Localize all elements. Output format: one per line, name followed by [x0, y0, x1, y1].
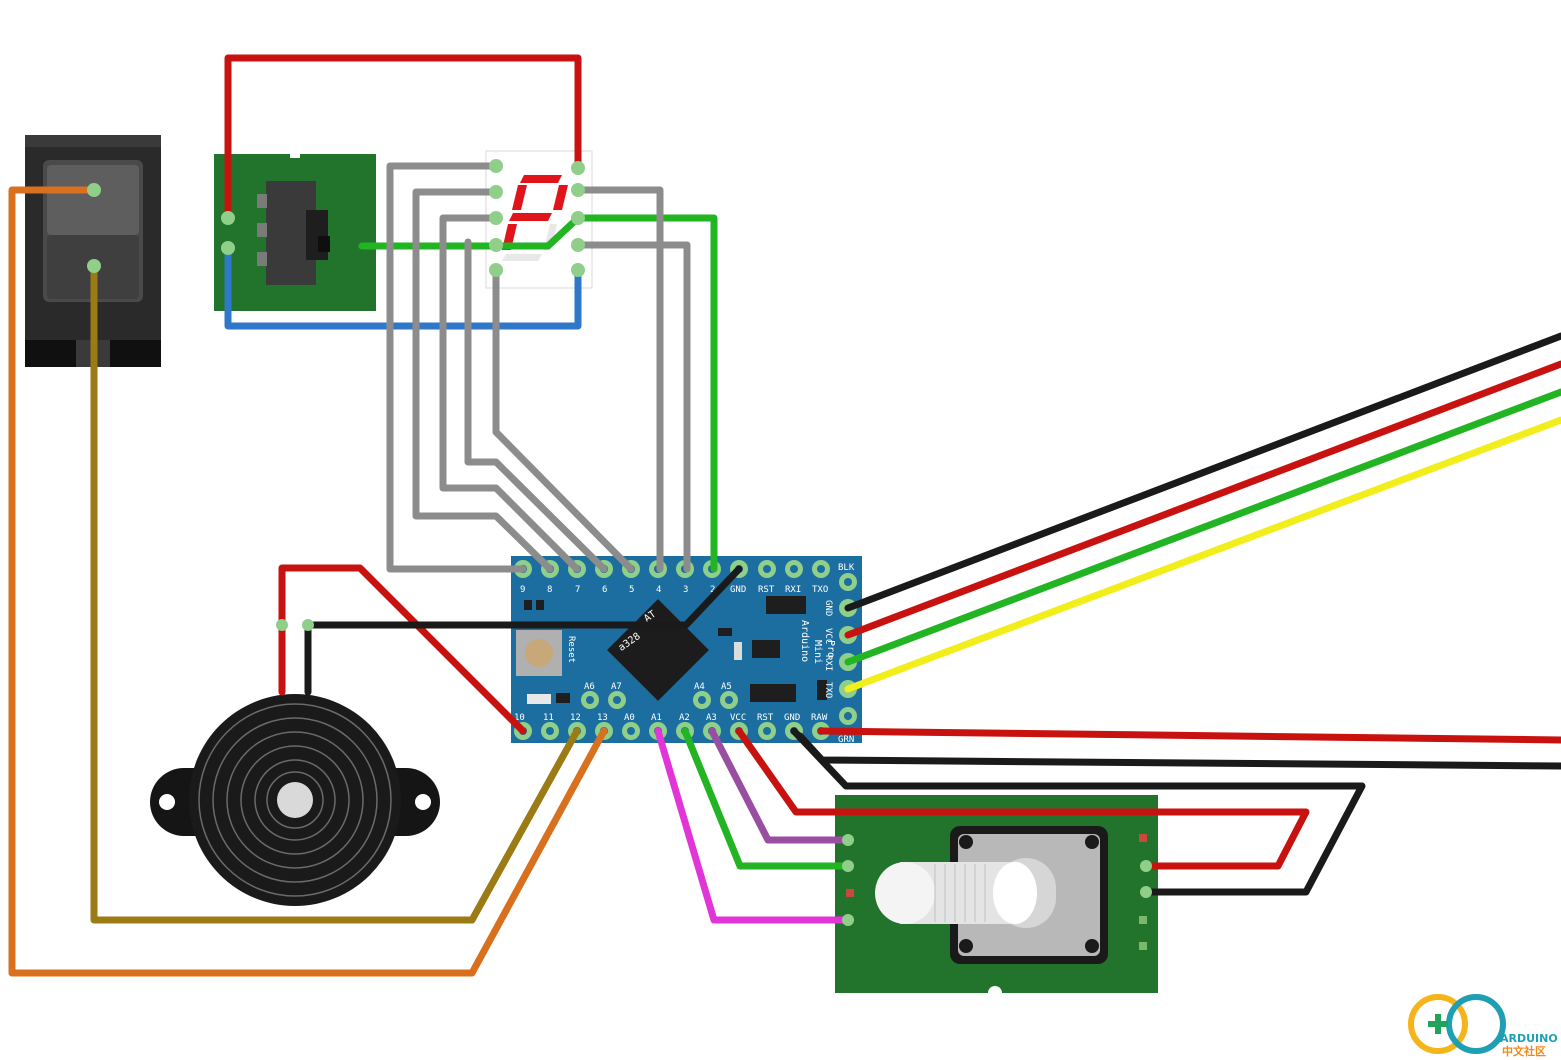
- wire-red-right: [844, 360, 1561, 639]
- wire-olive: [90, 262, 581, 924]
- wire-green-right: [844, 388, 1561, 666]
- wire-magenta: [654, 727, 852, 924]
- wire-purple: [708, 727, 852, 844]
- arduino-cn-logo: ARDUINO 中文社区: [1408, 994, 1558, 1058]
- pin-label-right: GND: [823, 600, 833, 616]
- pin-label-mid: A6: [584, 682, 595, 692]
- top-pin-labels: 9 8 7 6 5 4 3 2 GND RST RXI TXO BLK: [520, 563, 855, 595]
- pin-label-top: 2: [710, 585, 715, 595]
- pin-label-right: VCC: [823, 628, 833, 644]
- rotary-encoder-module: [835, 795, 1158, 1000]
- bottom-pin-labels: 10 11 12 13 A0 A1 A2 A3 VCC RST GND RAW: [514, 713, 828, 723]
- logo-text-line1: ARDUINO: [1500, 1032, 1558, 1045]
- pin-label-top: RXI: [785, 585, 801, 595]
- board-name-line2: Mini: [812, 640, 823, 664]
- wires: [8, 54, 1561, 977]
- right-pin-labels: GND VCC RXI TXO GRN: [823, 600, 854, 745]
- wire-black-right: [844, 332, 1561, 612]
- pin-label-bottom: RAW: [811, 713, 828, 723]
- pin-label-bottom: A1: [651, 713, 662, 723]
- pin-label-bottom: A3: [706, 713, 717, 723]
- wire-black-buzzer: [304, 565, 743, 696]
- piezo-buzzer: [150, 694, 440, 906]
- pin-label-right: TXO: [823, 682, 833, 698]
- slide-switch-module: [214, 150, 376, 311]
- pin-label-mid: A7: [611, 682, 622, 692]
- board-name-line3: Pro: [825, 640, 836, 658]
- wire-gray-6: [464, 238, 608, 573]
- pin-label-bottom: 13: [597, 713, 608, 723]
- pin-label-bottom: 12: [570, 713, 581, 723]
- pin-label-top: 4: [656, 585, 661, 595]
- wire-gray-8: [412, 188, 554, 573]
- wire-red-encoder: [735, 727, 1310, 870]
- wire-black-gnd: [796, 732, 1561, 770]
- reset-label: Reset: [566, 636, 576, 663]
- wire-yellow-right: [844, 416, 1561, 693]
- pin-label-blk: BLK: [838, 563, 855, 573]
- wire-gray-3: [574, 241, 691, 573]
- pin-label-bottom: VCC: [730, 713, 746, 723]
- logo-text-line2: 中文社区: [1502, 1044, 1546, 1058]
- wire-red-top: [224, 54, 582, 222]
- pin-label-top: GND: [730, 585, 746, 595]
- wire-gray-4: [574, 186, 664, 573]
- pin-label-mid: A4: [694, 682, 705, 692]
- pin-label-bottom: GND: [784, 713, 800, 723]
- pin-label-top: 5: [629, 585, 634, 595]
- wire-orange: [8, 186, 608, 977]
- pin-label-bottom: 10: [514, 713, 525, 723]
- pin-label-bottom: A0: [624, 713, 635, 723]
- board-name-line1: Arduino: [799, 620, 810, 662]
- wire-gray-9: [386, 162, 527, 573]
- pin-label-top: 7: [575, 585, 580, 595]
- pin-label-top: TXO: [812, 585, 828, 595]
- wire-gray-5: [492, 266, 635, 573]
- pin-label-bottom: RST: [757, 713, 774, 723]
- pin-label-mid: A5: [721, 682, 732, 692]
- pin-label-grn: GRN: [838, 735, 854, 745]
- wire-blue: [224, 244, 582, 330]
- pin-label-top: 6: [602, 585, 607, 595]
- arduino-pro-mini: a328 AT Reset Arduino Mini Pro 9 8 7 6 5…: [511, 556, 862, 745]
- pin-label-right: RXI: [823, 655, 833, 671]
- pin-label-top: 3: [683, 585, 688, 595]
- pin-label-top: RST: [758, 585, 775, 595]
- wire-black-encoder: [790, 727, 1366, 896]
- pin-label-bottom: 11: [543, 713, 554, 723]
- wire-green-encoder: [681, 727, 852, 870]
- pin-label-top: 8: [547, 585, 552, 595]
- pin-label-top: 9: [520, 585, 525, 595]
- wire-gray-7: [439, 214, 581, 573]
- wire-endpoints: [87, 159, 1152, 926]
- wire-red-raw: [817, 727, 1561, 744]
- pin-label-bottom: A2: [679, 713, 690, 723]
